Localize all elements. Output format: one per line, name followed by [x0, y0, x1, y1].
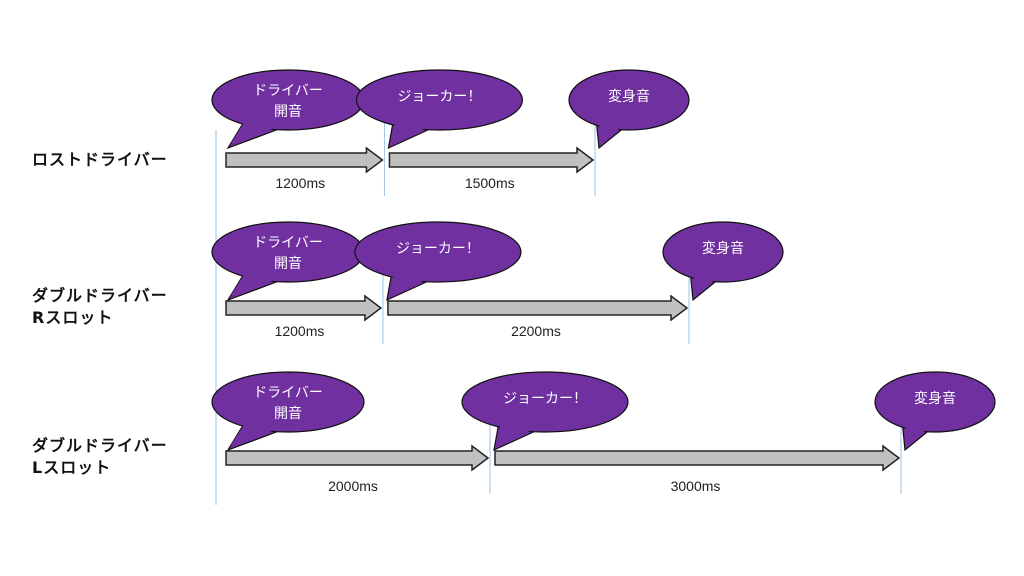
row-label-line: Rスロット — [32, 308, 114, 327]
bubble-body — [461, 371, 629, 433]
interval-arrow — [225, 294, 383, 322]
bubble-body — [211, 221, 365, 283]
bubble-label: 開音 — [274, 405, 302, 422]
speech-bubble: ジョーカー！ — [461, 371, 629, 452]
bubble-label: 変身音 — [914, 390, 956, 407]
bubble-body — [874, 371, 996, 433]
row-label-line: ダブルドライバー — [32, 436, 168, 455]
row-label-double-driver-l: ダブルドライバー Lスロット — [32, 435, 168, 479]
bubble-label: ジョーカー！ — [396, 241, 480, 257]
bubble-tail-fill — [692, 268, 716, 295]
bubble-tail-fill — [231, 268, 280, 295]
interval-label: 3000ms — [671, 478, 721, 494]
bubble-body — [211, 69, 365, 131]
bubble-label: ジョーカー！ — [503, 391, 587, 407]
bubble-tail-fill — [497, 418, 536, 445]
bubble-tail-fill — [391, 116, 431, 143]
bubble-body — [355, 69, 524, 131]
bubble-label: ドライバー — [253, 83, 323, 99]
interval-arrow — [494, 444, 901, 472]
row-label-line: ロストドライバー — [32, 150, 168, 169]
bubble-tail-fill — [598, 116, 622, 143]
bubble-tail-fill — [231, 116, 280, 143]
row-label-line: ダブルドライバー — [32, 286, 168, 305]
interval-label: 1200ms — [275, 175, 325, 191]
speech-bubble: 変身音 — [874, 371, 996, 452]
interval-arrow — [225, 444, 490, 472]
interval-label: 2000ms — [328, 478, 378, 494]
speech-bubble: ジョーカー！ — [355, 69, 524, 150]
row-label-line: Lスロット — [32, 458, 112, 477]
interval-label: 1500ms — [465, 175, 515, 191]
bubble-label: 開音 — [274, 103, 302, 120]
bubble-label: ドライバー — [253, 385, 323, 401]
bubble-label: 変身音 — [702, 240, 744, 257]
bubble-body — [568, 69, 690, 131]
row-label-double-driver-r: ダブルドライバー Rスロット — [32, 285, 168, 329]
interval-arrow — [388, 146, 595, 174]
bubble-label: 開音 — [274, 255, 302, 272]
interval-label: 2200ms — [511, 323, 561, 339]
interval-arrow — [225, 146, 384, 174]
interval-arrow — [387, 294, 689, 322]
speech-bubble: ジョーカー！ — [354, 221, 522, 302]
speech-bubble: 変身音 — [568, 69, 690, 150]
bubble-label: ドライバー — [253, 235, 323, 251]
bubble-tail-fill — [231, 418, 280, 445]
bubble-body — [662, 221, 784, 283]
bubble-tail-fill — [389, 268, 429, 295]
speech-bubble: 変身音 — [662, 221, 784, 302]
bubble-label: ジョーカー！ — [397, 89, 481, 105]
bubble-body — [354, 221, 522, 283]
bubble-label: 変身音 — [608, 88, 650, 105]
bubble-tail-fill — [904, 418, 928, 445]
row-label-lost-driver: ロストドライバー — [32, 149, 168, 171]
bubble-body — [211, 371, 365, 433]
interval-label: 1200ms — [275, 323, 325, 339]
